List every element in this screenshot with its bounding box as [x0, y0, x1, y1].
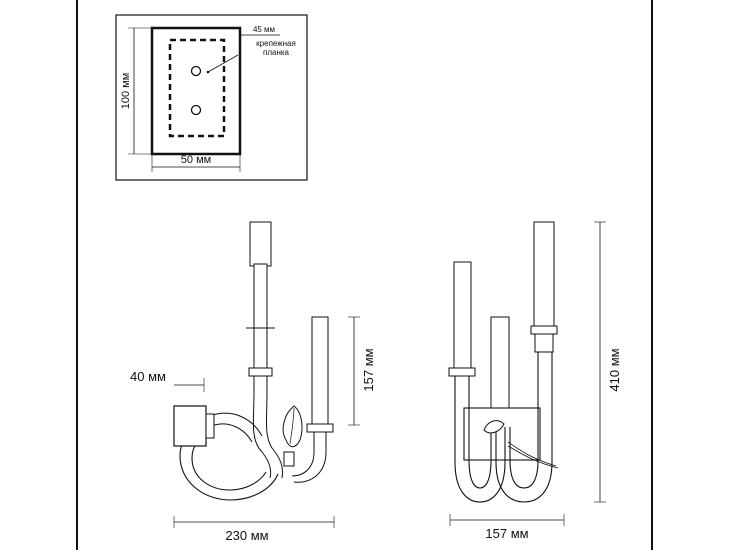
callout-leader	[207, 54, 239, 73]
mount-hole-bottom	[190, 104, 202, 116]
front-height-label: 410 мм	[607, 348, 622, 391]
mount-hole-top	[190, 65, 202, 77]
front-view	[448, 221, 606, 526]
side-view	[173, 221, 360, 528]
callout-label-line1: крепежная	[256, 39, 296, 48]
side-width-label: 230 мм	[225, 528, 268, 543]
hole-spacing-label: 45 мм	[253, 25, 275, 34]
callout-label-line2: планка	[263, 48, 290, 57]
mount-plate-frame	[115, 14, 308, 181]
front-width-label: 157 мм	[485, 526, 528, 541]
front-decor-leaf	[483, 420, 505, 434]
front-left-loop	[454, 376, 506, 503]
front-left-tube	[453, 261, 472, 371]
front-right-tube	[533, 221, 555, 329]
side-short-tube	[311, 316, 329, 426]
mount-plate-outline	[150, 26, 242, 156]
side-height-label: 157 мм	[361, 348, 376, 391]
side-wall-mount	[173, 405, 207, 447]
side-tall-tube-curve	[252, 376, 272, 479]
mount-plate-detail: 100 мм 50 мм 45 мм крепежная планка	[115, 14, 308, 181]
page-frame	[76, 0, 653, 550]
plate-width-label: 50 мм	[181, 154, 211, 166]
plate-height-label: 100 мм	[120, 73, 132, 110]
front-right-loop	[495, 352, 553, 503]
side-projection-label: 40 мм	[130, 369, 166, 384]
mount-bracket-dashed	[168, 38, 226, 138]
front-middle-tube	[490, 316, 510, 422]
side-tall-tube	[249, 221, 272, 267]
front-wall-plate	[463, 407, 541, 461]
